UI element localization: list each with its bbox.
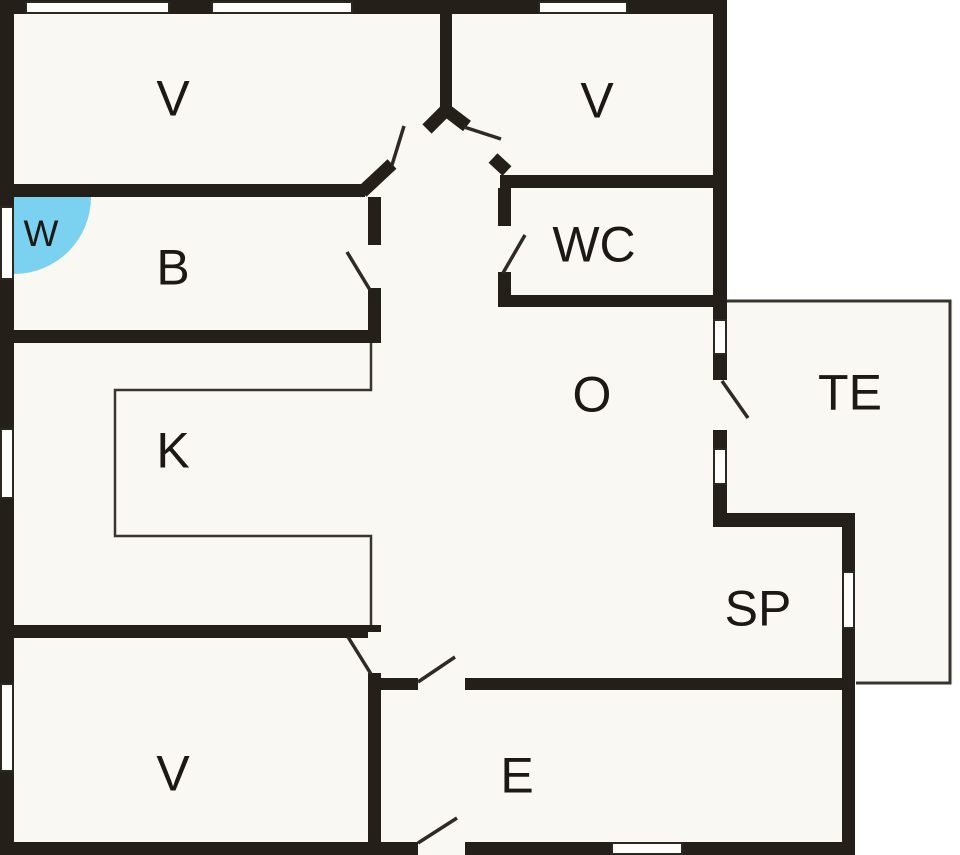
door-gap-wc	[498, 226, 511, 272]
door-swing-e-bottom	[417, 816, 458, 845]
wall-step-horizontal	[713, 513, 855, 527]
window-top-right-v	[538, 1, 628, 14]
wall-wc-bottom	[498, 295, 727, 307]
wall-b-top	[14, 184, 365, 197]
wall-e-top	[381, 678, 855, 690]
door-gap-b	[368, 245, 381, 288]
door-gap-e-bottom	[418, 842, 465, 855]
kitchen-outline	[113, 343, 373, 625]
room-label-w: W	[24, 213, 59, 254]
room-label-v-bottom: V	[156, 746, 190, 802]
window-top-left-v-1	[25, 1, 170, 14]
wall-v-e-divider	[368, 625, 381, 842]
room-label-e: E	[500, 748, 533, 804]
door-swing-v-bottom	[346, 636, 373, 675]
window-e-bottom	[611, 842, 683, 855]
wall-hall-right-lower-stub	[488, 153, 512, 176]
door-swing-wc	[501, 234, 527, 274]
wall-v-center-divider	[440, 14, 452, 114]
door-swing-hall-right	[463, 125, 502, 141]
room-label-wc: WC	[552, 217, 635, 273]
window-left-w	[0, 206, 14, 280]
room-label-b: B	[156, 240, 189, 296]
window-left-v	[0, 683, 14, 772]
wall-hall-left-lower-stub	[357, 159, 397, 197]
wall-hall-left-upper-stub	[422, 105, 451, 134]
room-label-o: O	[573, 367, 612, 423]
wall-v-bottom-top	[14, 625, 368, 638]
wall-b-bottom	[14, 330, 381, 343]
room-label-k: K	[156, 423, 189, 479]
door-gap-e-top	[418, 678, 465, 690]
shower-quarter-circle	[14, 197, 91, 274]
door-swing-e-top	[417, 655, 456, 684]
room-label-v-top-right: V	[580, 73, 614, 129]
room-label-sp: SP	[725, 581, 792, 637]
window-left-k	[0, 428, 14, 499]
wall-exterior-right-upper	[713, 0, 727, 527]
window-top-left-v-2	[211, 1, 353, 14]
floor-terrace	[727, 300, 953, 684]
door-swing-o-te	[720, 379, 750, 420]
room-label-v-top-left: V	[156, 71, 190, 127]
wall-wc-top	[500, 175, 727, 188]
door-swing-b	[345, 251, 372, 291]
window-right-o-1	[713, 319, 727, 355]
window-sp-right	[842, 571, 855, 629]
door-swing-hall-left	[390, 125, 406, 166]
wall-hall-right-upper-stub	[442, 104, 471, 132]
terrace-outline	[727, 299, 952, 685]
door-gap-v-bottom	[368, 632, 381, 673]
door-gap-o-te	[713, 380, 727, 430]
room-label-te: TE	[818, 365, 882, 421]
window-right-o-2	[713, 448, 727, 485]
floor-main-house	[0, 0, 855, 855]
